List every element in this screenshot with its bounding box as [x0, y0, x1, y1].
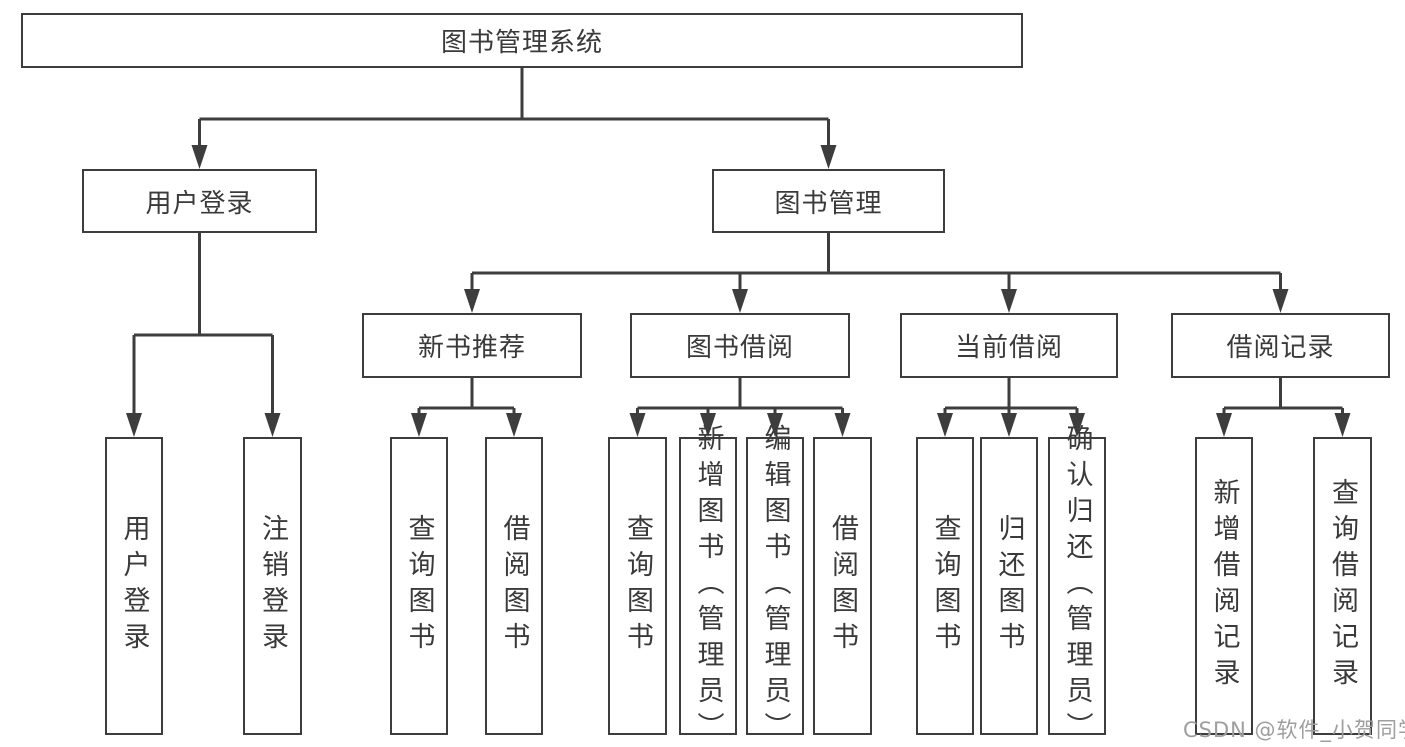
arrowhead: [937, 413, 953, 437]
node-label: 用户登录: [118, 514, 150, 658]
connector-root-split: [198, 68, 830, 146]
leaf-borrow-add-books-admin: 新增图书（管理员）: [679, 424, 737, 747]
node-label: 借阅记录: [1226, 333, 1335, 363]
leaf-current-return-books: 归还图书: [980, 437, 1038, 735]
leaf-records-query-record: 查询借阅记录: [1313, 437, 1372, 735]
arrowhead: [411, 413, 427, 437]
leaf-borrow-query-books: 查询图书: [608, 437, 667, 735]
leaf-recommend-query-books: 查询图书: [390, 437, 448, 735]
leaf-recommend-borrow-books: 借阅图书: [485, 437, 543, 735]
arrowhead: [1216, 413, 1232, 437]
arrowhead: [1069, 413, 1085, 437]
arrowhead: [732, 289, 748, 313]
node-new-book-recommend: 新书推荐: [362, 313, 582, 378]
arrowhead: [1001, 413, 1017, 437]
arrowhead: [1334, 413, 1351, 437]
node-label: 新增借阅记录: [1208, 478, 1240, 694]
node-label: 图书借阅: [685, 333, 794, 363]
connector-management-split: [470, 233, 1282, 290]
node-book-management: 图书管理: [712, 169, 945, 233]
arrowhead: [1001, 289, 1017, 313]
node-label: 注销登录: [257, 514, 288, 658]
node-label: 归还图书: [993, 514, 1025, 658]
node-label: 用户登录: [145, 188, 254, 219]
node-root-system: 图书管理系统: [21, 13, 1023, 68]
node-label: 查询图书: [403, 514, 435, 658]
connector-current-split: [943, 378, 1079, 414]
node-label: 图书管理系统: [440, 28, 603, 58]
arrowhead: [700, 413, 716, 437]
leaf-borrow-edit-books-admin: 编辑图书（管理员）: [746, 424, 804, 747]
node-label: 借阅图书: [498, 514, 530, 658]
arrowhead: [464, 289, 480, 313]
leaf-current-query-books: 查询图书: [916, 437, 974, 735]
arrowhead: [191, 145, 208, 169]
arrowhead: [126, 413, 142, 437]
node-label: 查询借阅记录: [1327, 478, 1358, 694]
node-label: 借阅图书: [827, 514, 858, 658]
node-label: 编辑图书（管理员）: [759, 424, 791, 747]
node-borrow-records: 借阅记录: [1171, 313, 1390, 378]
node-label: 新增图书（管理员）: [692, 424, 724, 747]
node-label: 图书管理: [774, 188, 883, 219]
leaf-current-confirm-return-admin: 确认归还（管理员）: [1048, 424, 1106, 747]
arrowhead: [629, 413, 646, 437]
connector-recommend-split: [417, 378, 516, 414]
arrowhead: [820, 145, 837, 169]
csdn-watermark: CSDN @软件_小贺同学: [1183, 718, 1405, 742]
node-label: 当前借阅: [954, 333, 1063, 363]
leaf-user-login: 用户登录: [105, 437, 163, 735]
leaf-records-add-record: 新增借阅记录: [1195, 437, 1253, 735]
leaf-logout: 注销登录: [243, 437, 302, 735]
connector-records-split: [1222, 378, 1344, 414]
arrowhead: [834, 413, 851, 437]
node-label: 新书推荐: [417, 333, 526, 363]
arrowhead: [506, 413, 522, 437]
arrowhead: [767, 413, 783, 437]
node-book-borrow: 图书借阅: [630, 313, 850, 378]
node-user-login: 用户登录: [82, 169, 317, 233]
leaf-borrow-borrow-books: 借阅图书: [813, 437, 872, 735]
arrowhead: [1272, 289, 1289, 313]
connector-borrow-split: [636, 378, 844, 414]
connector-login-split: [132, 233, 274, 414]
node-label: 确认归还（管理员）: [1061, 424, 1093, 747]
node-current-borrow: 当前借阅: [900, 313, 1118, 378]
node-label: 查询图书: [622, 514, 653, 658]
arrowhead: [264, 413, 281, 437]
node-label: 查询图书: [929, 514, 961, 658]
